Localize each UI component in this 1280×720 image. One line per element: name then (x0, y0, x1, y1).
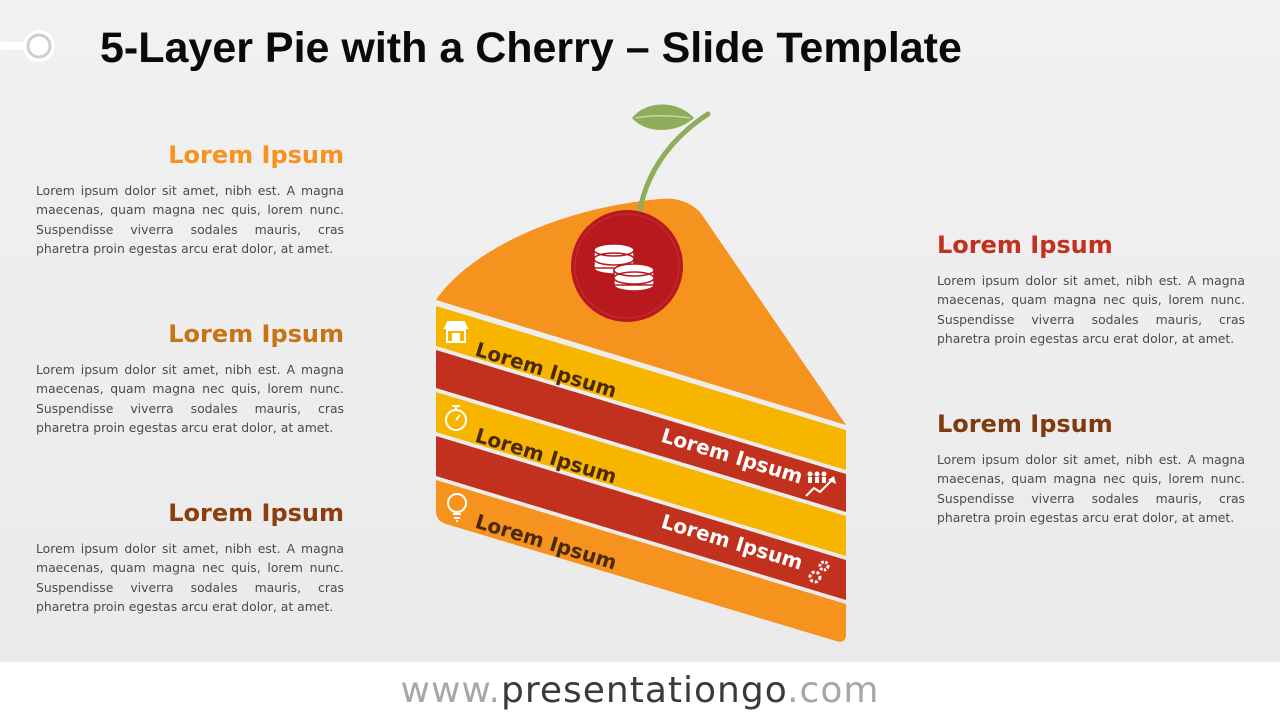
growth-people-icon (805, 471, 836, 497)
layer-band-4 (436, 436, 846, 600)
store-icon (443, 321, 469, 343)
coins-icon (593, 243, 655, 292)
block-heading: Lorem Ipsum (937, 231, 1113, 259)
text-block-right-2: Lorem Ipsum Lorem ipsum dolor sit amet, … (937, 409, 1245, 527)
block-heading: Lorem Ipsum (168, 320, 344, 348)
layer-band-3 (436, 392, 846, 556)
block-text: Lorem ipsum dolor sit amet, nibh est. A … (36, 183, 344, 256)
text-block-right-1: Lorem Ipsum Lorem ipsum dolor sit amet, … (937, 230, 1245, 348)
block-text: Lorem ipsum dolor sit amet, nibh est. A … (36, 541, 344, 614)
block-heading: Lorem Ipsum (937, 410, 1113, 438)
layer-band-5 (436, 480, 846, 642)
gears-icon (808, 560, 830, 584)
block-heading: Lorem Ipsum (168, 499, 344, 527)
pie-slice-diagram: Lorem Ipsum Lorem Ipsum Lorem Ipsum Lore… (436, 104, 846, 642)
layer-band-2 (436, 350, 846, 512)
lightbulb-icon (447, 493, 467, 522)
layer-band-1 (436, 306, 846, 470)
block-text: Lorem ipsum dolor sit amet, nibh est. A … (937, 452, 1245, 525)
footer-name: presentationgo (501, 670, 788, 711)
page-title: 5-Layer Pie with a Cherry – Slide Templa… (100, 24, 962, 72)
footer-url: www.presentationgo.com (0, 662, 1280, 720)
footer-suffix: .com (787, 670, 880, 711)
block-heading: Lorem Ipsum (168, 141, 344, 169)
stopwatch-icon (445, 405, 467, 431)
footer-prefix: www. (400, 670, 501, 711)
magnifier-logo-icon (0, 30, 55, 62)
block-text: Lorem ipsum dolor sit amet, nibh est. A … (937, 273, 1245, 346)
text-block-left-3: Lorem Ipsum Lorem ipsum dolor sit amet, … (36, 498, 344, 616)
block-text: Lorem ipsum dolor sit amet, nibh est. A … (36, 362, 344, 435)
text-block-left-2: Lorem Ipsum Lorem ipsum dolor sit amet, … (36, 319, 344, 437)
text-block-left-1: Lorem Ipsum Lorem ipsum dolor sit amet, … (36, 140, 344, 258)
cherry-leaf (632, 104, 694, 130)
